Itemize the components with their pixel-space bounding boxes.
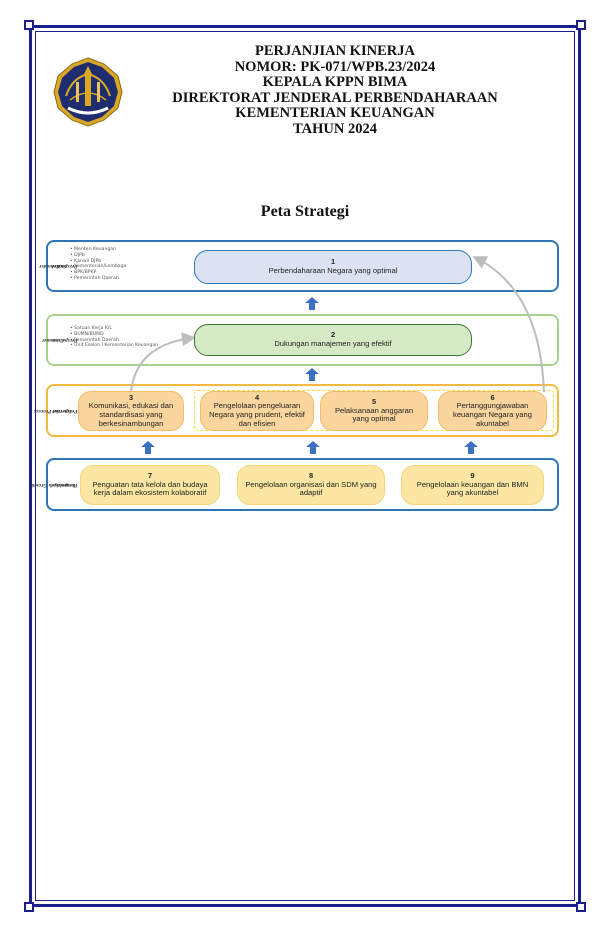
objective-number: 9 [470,471,475,481]
arrow-6-to-1 [472,256,545,393]
objective-5: 5 Pelaksanaan anggaran yang optimal [320,391,428,431]
objective-text: Penguatan tata kelola dan budaya kerja d… [92,479,208,498]
page-border-outer [29,25,581,907]
objective-2: 2 Dukungan manajemen yang efektif [194,324,472,356]
header-line: PERJANJIAN KINERJA [255,43,415,59]
ministry-of-finance-emblem-icon [53,57,123,127]
page-border-inner [35,31,575,901]
list-item: Pemerintah Daerah [70,276,126,282]
objective-7: 7 Penguatan tata kelola dan budaya kerja… [80,465,220,505]
up-arrow-icon [305,297,319,310]
up-arrow-icon [141,441,155,454]
objective-3: 3 Komunikasi, edukasi dan standardisasi … [78,391,184,431]
list-item: BUMN/BUMD [70,332,158,338]
up-arrow-icon [306,441,320,454]
objective-number: 2 [330,330,336,340]
objective-6: 6 Pertanggungjawaban keuangan Negara yan… [438,391,547,431]
objective-8: 8 Pengelolaan organisasi dan SDM yang ad… [237,465,385,505]
objective-number: 6 [490,392,495,402]
corner-ornament [576,20,586,30]
objective-text: Pengelolaan organisasi dan SDM yang adap… [245,479,377,498]
customer-list: Satuan Kerja K/L BUMN/BUMD Pemerintah Da… [70,326,158,349]
objective-9: 9 Pengelolaan keuangan dan BMN yang akun… [401,465,544,505]
list-item: DJPb [70,253,126,259]
header-line: KEPALA KPPN BIMA [262,74,408,91]
corner-ornament [24,20,34,30]
objective-text: Pengelolaan keuangan dan BMN yang akunta… [416,479,529,498]
stakeholder-list: Menteri Keuangan DJPb Kanwil DJPb Kement… [70,247,126,282]
objective-number: 3 [128,392,134,402]
objective-number: 8 [308,471,314,481]
header-line: NOMOR: PK-071/WPB.23/2024 [234,58,436,75]
list-item: Satuan Kerja K/L [70,326,158,332]
document-header: PERJANJIAN KINERJA NOMOR: PK-071/WPB.23/… [140,43,530,138]
list-item: Pemerintah Daerah [70,338,158,344]
objective-number: 4 [254,392,260,402]
objective-text: Perbendaharaan Negara yang optimal [268,266,398,275]
objective-text: Pelaksanaan anggaran yang optimal [334,405,414,424]
corner-ornament [576,902,586,912]
list-item: Kementerian/Lembaga [70,264,126,270]
list-item: Kanwil DJPb [70,259,126,265]
header-line: KEMENTERIAN KEUANGAN [235,105,435,122]
list-item: Unit Eselon I Kementerian Keuangan [70,343,158,349]
objective-number: 1 [330,257,336,267]
up-arrow-icon [305,368,319,381]
corner-ornament [24,902,34,912]
objective-number: 7 [147,471,153,481]
header-line: DIREKTORAT JENDERAL PERBENDAHARAAN [172,89,498,106]
objective-number: 5 [371,397,377,407]
list-item: BPK/BPKP [70,270,126,276]
list-item: Menteri Keuangan [70,247,126,253]
header-line: TAHUN 2024 [293,120,377,137]
objective-4: 4 Pengelolaan pengeluaran Negara yang pr… [200,391,314,431]
objective-text: Dukungan manajemen yang efektif [274,339,392,348]
objective-text: Pertanggungjawaban keuangan Negara yang … [453,401,532,428]
objective-1: 1 Perbendaharaan Negara yang optimal [194,250,472,284]
arrow-3-to-2 [130,332,196,393]
strategy-map-title: Peta Strategi [260,203,350,220]
objective-text: Komunikasi, edukasi dan standardisasi ya… [88,401,174,428]
objective-text: Pengelolaan pengeluaran Negara yang prud… [209,401,305,428]
up-arrow-icon [464,441,478,454]
